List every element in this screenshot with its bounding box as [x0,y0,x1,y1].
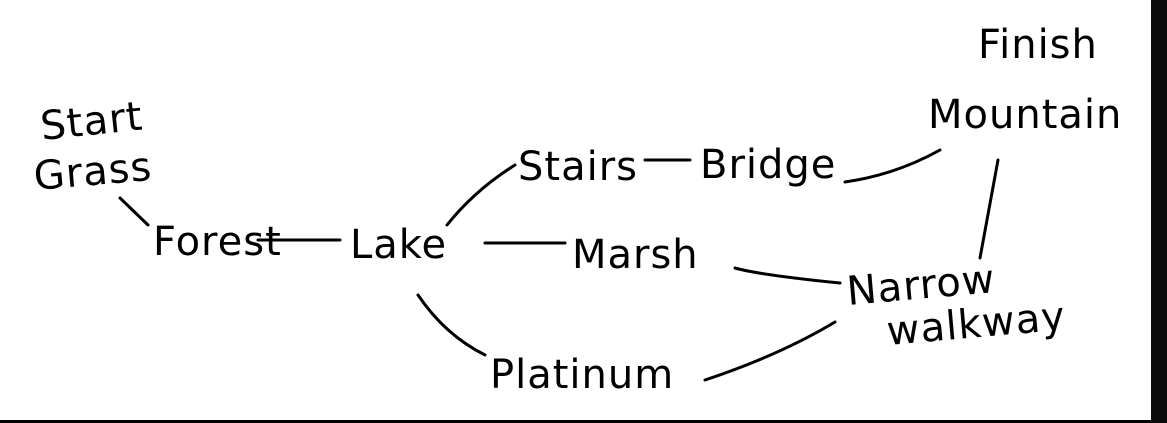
background-window-strip [1151,0,1167,423]
edge-grass-forest [118,196,150,227]
node-finish: Finish [978,22,1098,68]
edge-marsh-narrow [733,266,842,285]
drawing-canvas: Start Grass Forest Lake Stairs Bridge Fi… [0,0,1151,420]
node-marsh: Marsh [572,232,699,278]
node-mountain: Mountain [928,92,1122,138]
edge-lake-stairs [445,163,517,227]
nodes: Start Grass Forest Lake Stairs Bridge Fi… [32,22,1122,398]
node-forest: Forest [153,219,282,265]
edge-bridge-mountain [843,148,942,184]
route-diagram: Start Grass Forest Lake Stairs Bridge Fi… [32,22,1122,398]
edge-mountain-narrow [978,158,1000,260]
edge-platinum-narrow [703,320,837,382]
node-start: Start [38,93,145,149]
edge-lake-platinum [416,293,487,357]
node-lake: Lake [350,222,447,268]
node-grass: Grass [32,144,154,200]
node-bridge: Bridge [700,142,836,188]
node-platinum: Platinum [490,352,674,398]
node-stairs: Stairs [518,144,638,190]
edges [118,148,1000,382]
